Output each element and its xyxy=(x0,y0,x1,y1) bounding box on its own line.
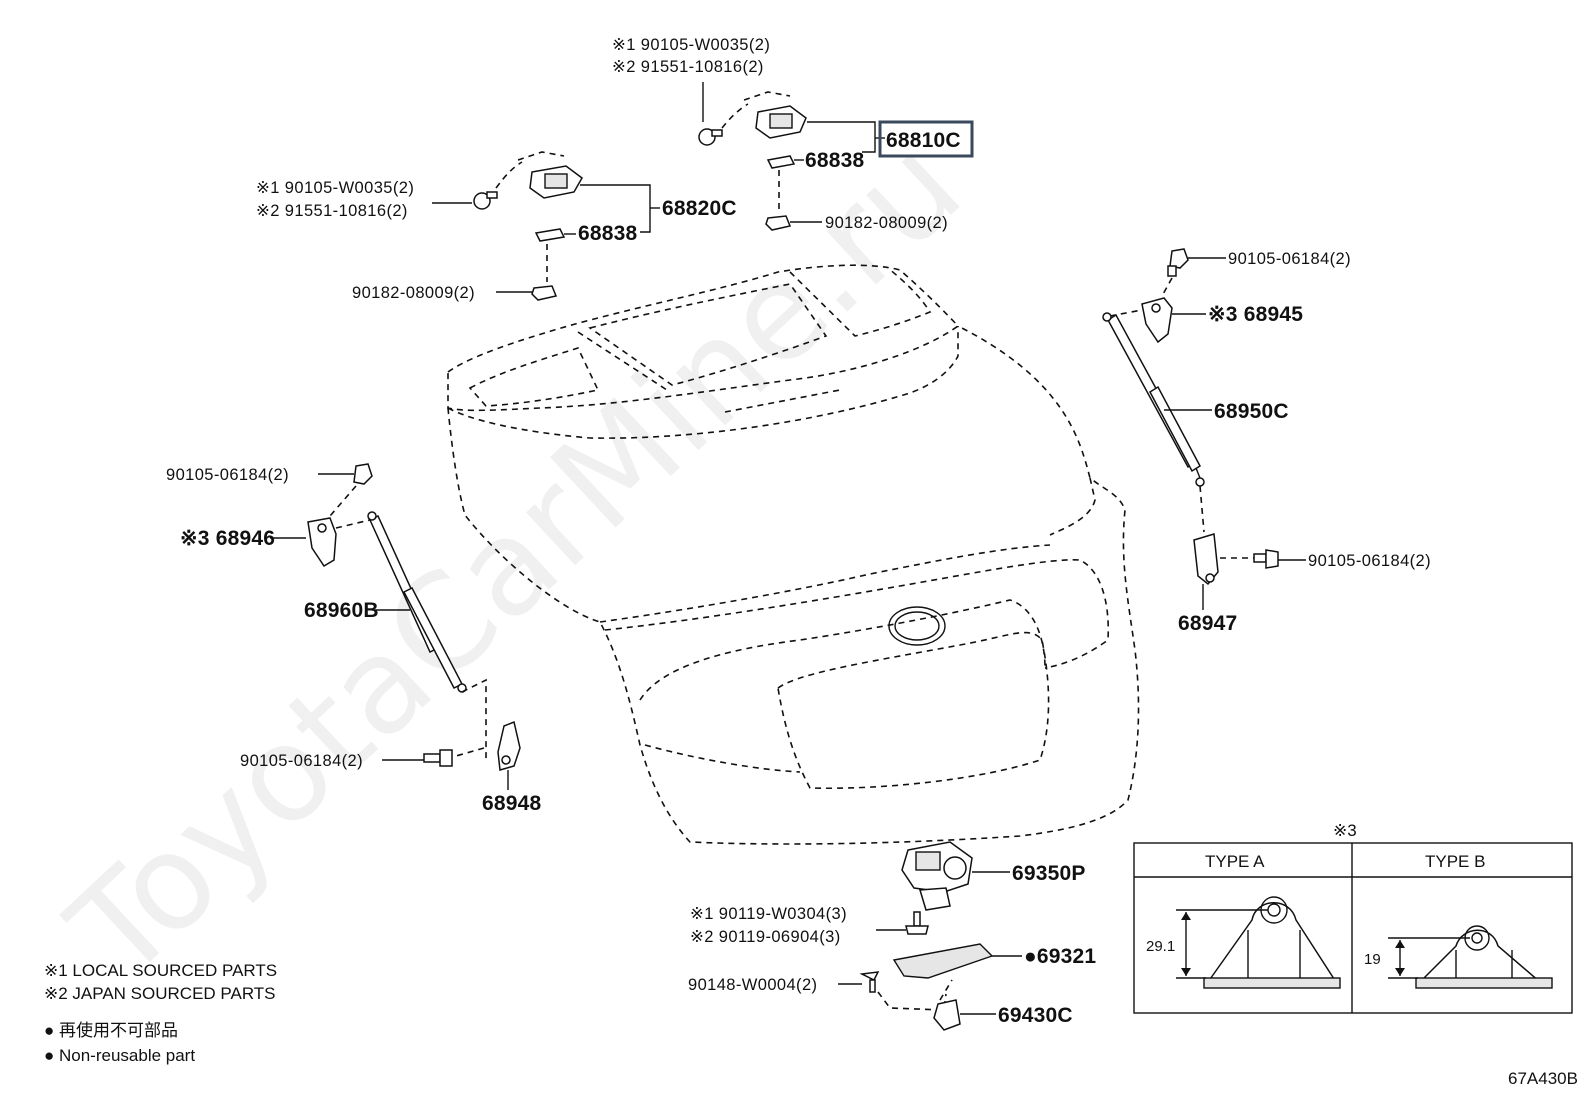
bolt-icon xyxy=(423,749,453,767)
callout-bolt-upper-left: 90105-06184(2) xyxy=(166,466,289,484)
hinge-left-group: ※1 90105-W0035(2) ※2 91551-10816(2) 6882… xyxy=(256,151,737,302)
gas-stay-icon xyxy=(367,511,467,693)
bolt-icon xyxy=(698,103,749,146)
emblem-icon xyxy=(888,606,946,646)
cover-icon xyxy=(892,943,994,979)
type-a-bracket-icon xyxy=(1203,896,1341,989)
lock-group: 69350P ※1 90119-W0304(3) ※2 90119-06904(… xyxy=(688,841,1096,1031)
callout-bracket-upper-left: ※3 68946 xyxy=(180,527,275,550)
callout-top-bolt-1: ※1 90105-W0035(2) xyxy=(612,36,770,54)
type-b-bracket-icon xyxy=(1415,925,1553,989)
screw-icon xyxy=(859,971,880,993)
watermark: ToyotaCarMine.ru xyxy=(41,109,990,1009)
callout-nut-left: 90182-08009(2) xyxy=(352,284,475,302)
bolt-icon xyxy=(1167,248,1189,277)
callout-shim-left: 68838 xyxy=(578,222,638,245)
callout-screw: 90148-W0004(2) xyxy=(688,976,817,994)
type-b-dimension: 19 xyxy=(1364,951,1381,968)
bolt-icon xyxy=(473,161,523,210)
figure-id: 67A430B xyxy=(1508,1069,1578,1088)
note-local-sourced: ※1 LOCAL SOURCED PARTS xyxy=(44,961,277,980)
shim-icon xyxy=(534,228,566,242)
hinge-right-group: ※1 90105-W0035(2) ※2 91551-10816(2) 6881… xyxy=(612,36,974,232)
callout-lock-bolt-2: ※2 90119-06904(3) xyxy=(690,928,841,946)
bracket-icon xyxy=(1141,297,1173,344)
callout-bracket-lower-left: 68948 xyxy=(482,792,542,815)
legend-notes: ※1 LOCAL SOURCED PARTS ※2 JAPAN SOURCED … xyxy=(44,961,277,1065)
callout-hinge-left: 68820C xyxy=(662,197,737,220)
bracket-icon xyxy=(1193,533,1219,586)
bolt-icon xyxy=(905,911,929,935)
callout-left-bolt-1: ※1 90105-W0035(2) xyxy=(256,179,414,197)
callout-stay-right: 68950C xyxy=(1214,400,1289,423)
callout-hinge-right: 68810C xyxy=(886,129,961,152)
back-door-panel xyxy=(447,264,1140,845)
type-a-dimension: 29.1 xyxy=(1146,938,1175,955)
callout-bolt-lower-left: 90105-06184(2) xyxy=(240,752,363,770)
callout-cover: ●69321 xyxy=(1024,945,1096,968)
type-a-header: TYPE A xyxy=(1205,852,1265,871)
bolt-icon xyxy=(353,463,373,485)
callout-bolt-upper-right: 90105-06184(2) xyxy=(1228,250,1351,268)
callout-lock-bolt-1: ※1 90119-W0304(3) xyxy=(690,905,847,923)
callout-bolt-lower-right: 90105-06184(2) xyxy=(1308,552,1431,570)
bolt-icon xyxy=(1253,549,1279,569)
type-table: ※3 TYPE A TYPE B 29.1 xyxy=(1133,821,1573,1014)
stay-right-group: 90105-06184(2) ※3 68945 68950C xyxy=(1102,248,1431,635)
callout-lock: 69350P xyxy=(1012,862,1086,885)
callout-top-bolt-2: ※2 91551-10816(2) xyxy=(612,58,764,76)
stay-left-group: 90105-06184(2) ※3 68946 68960B xyxy=(166,463,542,815)
type-table-ref: ※3 xyxy=(1333,821,1357,840)
note-nonreusable-en: ● Non-reusable part xyxy=(44,1046,195,1065)
hinge-icon xyxy=(743,91,807,139)
callout-bracket-upper-right: ※3 68945 xyxy=(1208,303,1303,326)
hinge-icon xyxy=(517,151,583,199)
striker-icon xyxy=(933,979,961,1031)
bracket-icon xyxy=(307,517,337,568)
callout-nut-right: 90182-08009(2) xyxy=(825,214,948,232)
highlight-box xyxy=(878,120,974,158)
lock-icon xyxy=(901,841,973,911)
callout-shim-right: 68838 xyxy=(805,149,865,172)
callout-bracket-lower-right: 68947 xyxy=(1178,612,1237,635)
nut-icon xyxy=(765,215,792,231)
note-japan-sourced: ※2 JAPAN SOURCED PARTS xyxy=(44,984,276,1003)
callout-striker: 69430C xyxy=(998,1004,1073,1027)
callout-stay-left: 68960B xyxy=(304,599,379,622)
callout-left-bolt-2: ※2 91551-10816(2) xyxy=(256,202,408,220)
type-b-header: TYPE B xyxy=(1425,852,1485,871)
bracket-icon xyxy=(497,720,521,771)
shim-icon xyxy=(766,155,796,169)
gas-stay-icon xyxy=(1102,312,1205,487)
nut-icon xyxy=(531,285,558,301)
note-nonreusable-jp: ● 再使用不可部品 xyxy=(44,1020,178,1040)
